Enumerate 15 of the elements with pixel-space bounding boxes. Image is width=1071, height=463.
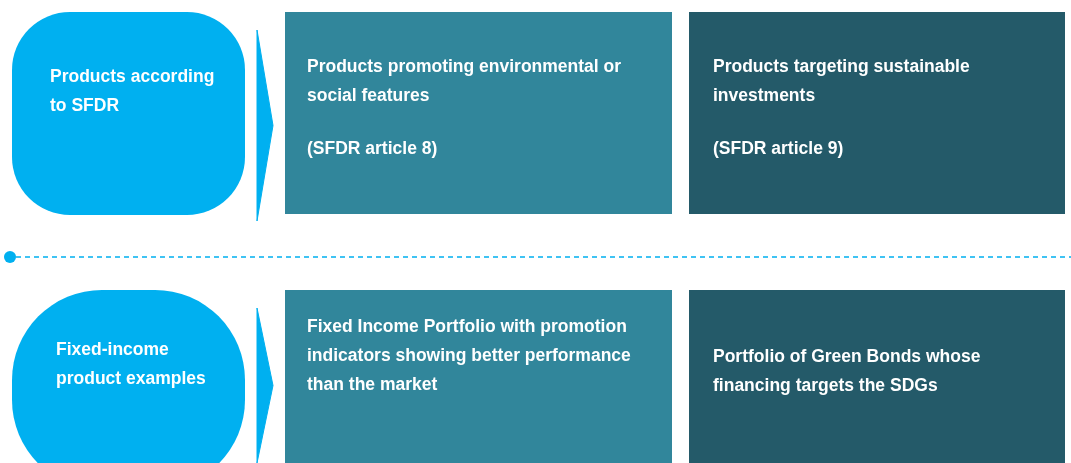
chevron-arrow [256,307,274,463]
box-text: Products targeting sustainable investments [713,55,971,107]
box-text: Fixed Income Portfolio with promotion indicators showing better performance than the market [307,315,632,396]
article-reference: (SFDR article 9) [713,137,845,160]
box-text: Fixed-income product examples [56,338,207,390]
category-box [285,12,672,214]
box-text: Portfolio of Green Bonds whose financing targets the SDGs [713,345,982,397]
chevron-arrow [256,29,274,222]
article-reference: (SFDR article 8) [307,137,439,160]
example-box [285,290,672,463]
category-box [689,12,1065,214]
box-text: Products promoting environmental or social features [307,55,623,107]
box-text: Products according to SFDR [50,65,216,117]
category-pill [12,12,245,215]
example-box [689,290,1065,463]
